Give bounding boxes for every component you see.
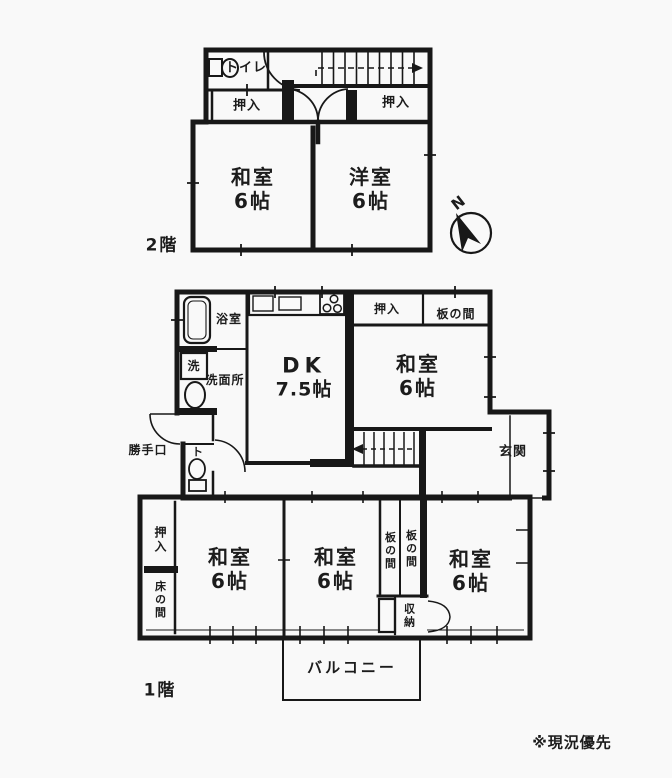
balcony-walls xyxy=(282,638,421,701)
itanoma-1-label: 板の間 xyxy=(383,531,397,571)
stairs-2f xyxy=(315,52,423,84)
floor1-south-walls xyxy=(137,494,533,641)
washbasin-icon xyxy=(179,351,209,409)
toilet-2f-label: トイレ xyxy=(224,60,268,76)
washitsu-s-name: 和室 xyxy=(314,545,358,569)
itanoma-north-label: 板の間 xyxy=(436,307,476,321)
bathtub-icon xyxy=(182,295,212,345)
toilet-icon-1f xyxy=(188,458,207,492)
window-ticks-2f xyxy=(187,84,436,256)
footnote: ※現況優先 xyxy=(532,733,612,752)
washitsu-se-name: 和室 xyxy=(449,547,493,571)
toilet-1f-label: ト xyxy=(192,445,204,459)
floor1-south-fills xyxy=(144,497,427,598)
floor2-walls xyxy=(190,47,433,253)
closet-2f-left-label: 押入 xyxy=(232,98,262,114)
stairs-1f xyxy=(352,432,416,465)
genkan-label: 玄関 xyxy=(498,444,528,460)
kitchen-counter-icon xyxy=(247,289,347,317)
washitsu-sw-name: 和室 xyxy=(208,545,252,569)
dk-size: 7.5帖 xyxy=(275,378,333,401)
closet-mid-label: 押入 xyxy=(373,302,401,316)
laundry-label: 洗 xyxy=(187,359,201,373)
window-ticks-1f-south xyxy=(146,491,532,644)
youshitsu-2f-name: 洋室 xyxy=(349,165,393,189)
floor1-label: 1階 xyxy=(143,680,177,701)
storage-label: 収納 xyxy=(402,603,416,629)
back-door-label: 勝手口 xyxy=(128,443,168,457)
washroom-label: 洗面所 xyxy=(205,373,245,387)
washitsu-2f-size: 6帖 xyxy=(234,189,272,213)
door-arcs-1f xyxy=(149,413,246,473)
tokonoma-label: 床の間 xyxy=(153,580,167,620)
washitsu-s-size: 6帖 xyxy=(317,569,355,593)
washitsu-sw-size: 6帖 xyxy=(211,569,249,593)
closet-2f-right-label: 押入 xyxy=(381,95,411,111)
washitsu-mid-size: 6帖 xyxy=(399,376,437,400)
window-ticks-1f-mid xyxy=(171,286,555,472)
compass-icon xyxy=(449,211,493,255)
floor2-label: 2階 xyxy=(145,235,179,256)
toilet-icon-2f xyxy=(208,58,239,78)
door-arcs-2f xyxy=(263,51,349,121)
balcony-label: バルコニー xyxy=(307,658,397,677)
youshitsu-2f-size: 6帖 xyxy=(352,189,390,213)
floor1-mid-fills xyxy=(177,292,426,498)
washitsu-mid-name: 和室 xyxy=(396,352,440,376)
washitsu-2f-name: 和室 xyxy=(231,165,275,189)
storage-doors xyxy=(427,600,451,633)
floor2-fills xyxy=(282,80,357,122)
itanoma-2-label: 板の間 xyxy=(404,529,418,569)
closet-south-label: 押入 xyxy=(153,526,167,554)
dk-name: DK xyxy=(282,353,326,378)
bath-label: 浴室 xyxy=(215,312,243,326)
washitsu-se-size: 6帖 xyxy=(452,571,490,595)
